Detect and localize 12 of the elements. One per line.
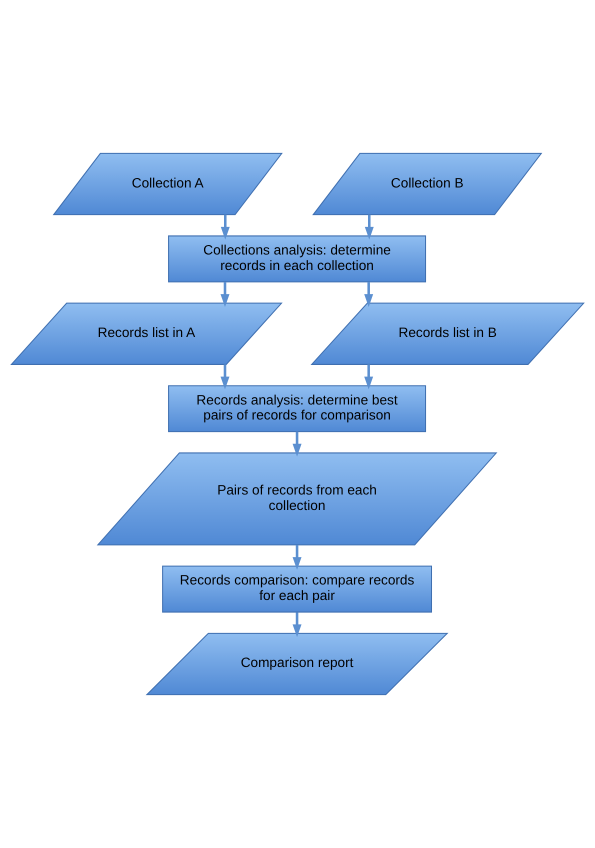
node-box: Records comparison: compare records for each pair <box>162 566 432 613</box>
node-box: Records analysis: determine best pairs of records for comparison <box>168 385 426 432</box>
node-box: Collections analysis: determine records in each collection <box>168 235 426 282</box>
arrow <box>220 364 230 390</box>
arrow <box>364 214 374 240</box>
arrow <box>292 545 302 570</box>
arrow <box>364 282 374 307</box>
arrow <box>292 432 302 457</box>
arrow <box>220 214 230 240</box>
arrow <box>220 282 230 307</box>
arrow <box>292 612 302 638</box>
arrow <box>364 364 374 390</box>
